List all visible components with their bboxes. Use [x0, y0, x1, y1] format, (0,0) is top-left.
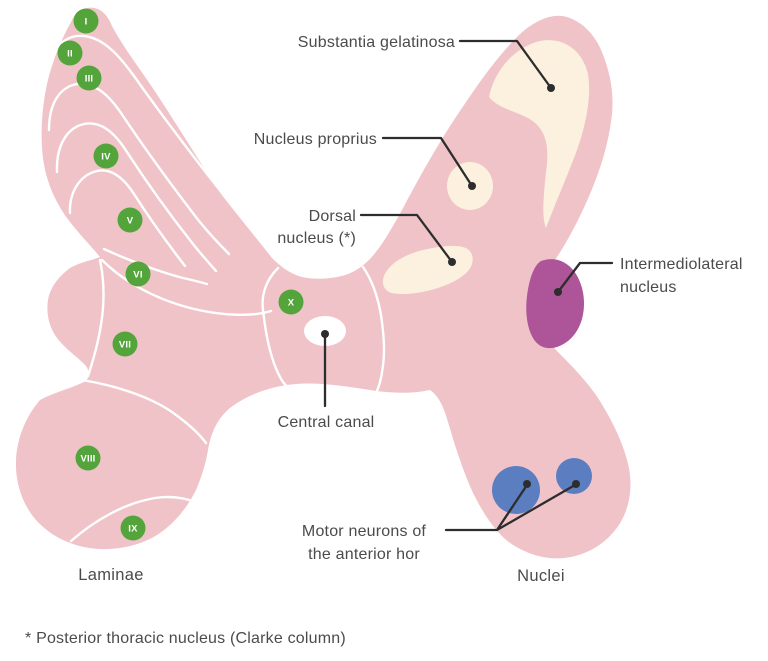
label-intermediolateral-line1: Intermediolateral [620, 256, 743, 273]
substantia-gelatinosa-region [489, 40, 590, 229]
lamina-numeral: IV [101, 152, 111, 163]
label-motor-neurons-line1: Motor neurons of [302, 523, 427, 540]
lamina-boundary-lines [42, 34, 386, 543]
diagram-labels: Substantia gelatinosa Nucleus proprius D… [25, 34, 743, 647]
lamina-numeral: X [288, 298, 295, 309]
dot-motor-neuron-small [572, 480, 580, 488]
motor-neuron-circle-small [556, 458, 592, 494]
lamina-line-4-5 [68, 169, 187, 268]
lamina-numeral: IX [128, 524, 138, 535]
lamina-line-x-right [361, 265, 386, 393]
lamina-line-3-4 [55, 122, 218, 273]
label-dorsal-nucleus-line1: Dorsal [309, 208, 356, 225]
dot-motor-neuron-large [523, 480, 531, 488]
dot-dorsal-nucleus [448, 258, 456, 266]
lamina-line-2-3 [47, 82, 231, 256]
lamina-numeral: VII [119, 340, 131, 351]
dot-nucleus-proprius [468, 182, 476, 190]
lamina-line-1-2 [42, 34, 254, 232]
label-substantia-gelatinosa: Substantia gelatinosa [298, 34, 455, 51]
lamina-numeral: III [85, 74, 94, 85]
lamina-marker-VII: VII [112, 331, 138, 357]
lamina-circle [75, 445, 101, 471]
lamina-line-7-8 [80, 378, 208, 445]
lamina-circle [112, 331, 138, 357]
motor-neuron-regions [492, 458, 592, 514]
lamina-marker-IV: IV [93, 143, 119, 169]
label-nucleus-proprius: Nucleus proprius [254, 131, 377, 148]
lamina-circle [76, 65, 102, 91]
label-intermediolateral-line2: nucleus [620, 279, 677, 296]
lamina-line-8-9 [69, 495, 208, 543]
connector-substantia-gelatinosa [458, 39, 553, 90]
dot-substantia-gelatinosa [547, 84, 555, 92]
label-dorsal-nucleus-line2: nucleus (*) [277, 230, 356, 247]
caption-nuclei: Nuclei [517, 567, 565, 585]
footnote: * Posterior thoracic nucleus (Clarke col… [25, 630, 346, 647]
lamina-circle [73, 8, 99, 34]
gray-matter-shape [15, 7, 631, 559]
connector-motor-neurons [444, 483, 577, 532]
lamina-line-lateral-bulge [86, 258, 105, 378]
lamina-marker-I: I [73, 8, 99, 34]
lamina-marker-VI: VI [125, 261, 151, 287]
lamina-marker-V: V [117, 207, 143, 233]
label-central-canal: Central canal [278, 414, 375, 431]
laminae-markers: I II III IV V VI VII VIII [57, 8, 304, 541]
lamina-numeral: II [67, 49, 73, 60]
lamina-circle [278, 289, 304, 315]
dot-intermediolateral [554, 288, 562, 296]
lamina-marker-IX: IX [120, 515, 146, 541]
connector-intermediolateral [556, 261, 614, 294]
lamina-circle [117, 207, 143, 233]
connector-dots [321, 84, 580, 488]
lamina-marker-X: X [278, 289, 304, 315]
lamina-circle [125, 261, 151, 287]
connector-lines [323, 39, 614, 532]
lamina-circle [93, 143, 119, 169]
lamina-marker-III: III [76, 65, 102, 91]
lamina-line-x-left [261, 266, 295, 393]
dot-central-canal [321, 330, 329, 338]
lamina-numeral: V [127, 216, 134, 227]
connector-nucleus-proprius [381, 136, 474, 188]
motor-neuron-circle-large [492, 466, 540, 514]
lamina-numeral: I [85, 17, 88, 28]
lamina-marker-II: II [57, 40, 83, 66]
lamina-numeral: VI [133, 270, 142, 281]
label-motor-neurons-line2: the anterior hor [308, 546, 420, 563]
connector-dorsal-nucleus [359, 213, 454, 264]
lamina-line-5-6 [102, 247, 209, 286]
caption-laminae: Laminae [78, 566, 143, 584]
lamina-line-6-7 [100, 258, 273, 316]
lamina-circle [57, 40, 83, 66]
intermediolateral-nucleus-region [526, 259, 584, 349]
lamina-marker-VIII: VIII [75, 445, 101, 471]
lamina-numeral: VIII [80, 454, 95, 465]
lamina-circle [120, 515, 146, 541]
